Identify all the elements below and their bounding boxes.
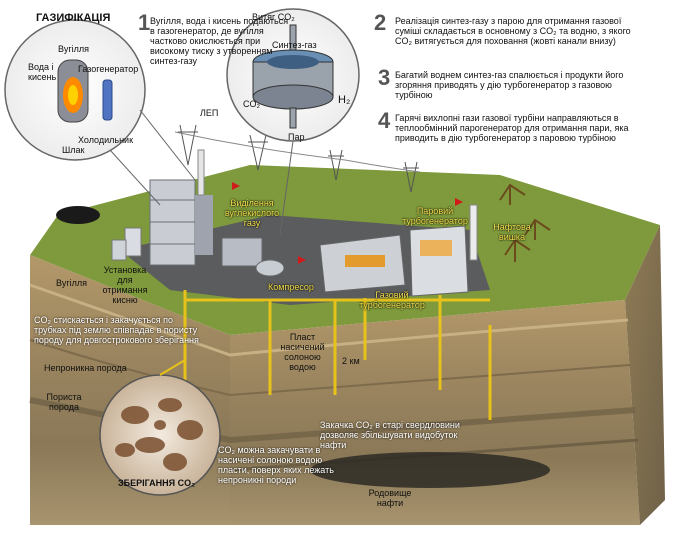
step-4-text: Гарячі вихлопні гази газової турбіни нап… [395, 113, 629, 143]
chimney [197, 149, 205, 196]
porous-rock-label: Пориста порода [46, 392, 82, 412]
oil-field-label: Родовище нафти [368, 488, 412, 508]
co2-oil-label: Закачка CO₂ в старі свердловини дозволяє… [320, 420, 460, 450]
oil-rig-label: Нафтова вишка [493, 222, 531, 242]
co2-saline-label: CO₂ можна закачувати в насичені солоною … [218, 445, 334, 485]
step-4-number: 4 [378, 108, 391, 133]
step-2-text: Реалізація синтез-газу з парою для отрим… [395, 16, 631, 46]
inset2-syngas-label: Синтез-газ [272, 40, 317, 50]
porous-rock-texture [115, 398, 203, 471]
oil-field [310, 452, 550, 488]
saline-layer-label: Пласт насичений солоною водою [280, 332, 325, 372]
steam-turbine-label: Паровий турбогенератор [402, 206, 468, 226]
inset2-h2-label: H₂ [338, 94, 351, 106]
depth-label: 2 км [342, 356, 360, 366]
oxygen-plant-label: Установка для отримання кисню [102, 265, 148, 305]
cooler-vessel [102, 79, 113, 121]
power-line-label: ЛЕП [200, 108, 219, 118]
inset2-steam-label: Пар [288, 132, 305, 142]
inset2-co2-out-label: Витяг CO₂ [252, 12, 295, 22]
step-3-text: Багатий воднем синтез-газ спалюється і п… [395, 70, 624, 100]
page-title: ГАЗИФІКАЦІЯ [36, 12, 111, 24]
gas-turbine-hall [319, 234, 406, 293]
step-2-number: 2 [374, 10, 387, 35]
coal-label: Вугілля [56, 278, 88, 288]
power-line-towers [174, 124, 421, 193]
gas-turbine-label: Газовий турбогенератор [359, 290, 425, 310]
flow-arrows [232, 182, 463, 264]
co2-separation-unit [221, 237, 285, 277]
shift-reactor [252, 49, 334, 110]
step-1-number: 1 [138, 10, 151, 35]
co2-separation-label: Виділення вуглекислого газу [224, 198, 280, 228]
inset2-co2-label: CO₂ [243, 99, 260, 109]
impermeable-rock-label: Непроникна порода [44, 363, 127, 373]
storage-label: ЗБЕРІГАННЯ CO₂ [118, 478, 196, 488]
compressor-label: Компресор [268, 282, 314, 292]
inset1-cooler-label: Холодильник [78, 135, 134, 145]
steam-turbine-hall [409, 204, 478, 297]
step-1-text: Вугілля, вода і кисень подаються в газог… [150, 16, 289, 66]
coal-pile [56, 206, 100, 224]
gasifier-vessel [57, 59, 89, 123]
inset1-gasifier-label: Газогенератор [78, 64, 139, 74]
oxygen-plant [111, 227, 142, 261]
inset1-slag-label: Шлак [62, 145, 85, 155]
oil-pump-jacks [499, 183, 551, 262]
soil-side [625, 225, 665, 525]
inset-rock-circle [99, 374, 221, 496]
co2-pumped-label: CO₂ стискається і закачується по трубках… [34, 315, 199, 345]
inset1-coal-label: Вугілля [58, 44, 90, 54]
inset1-water-oxygen-label: Вода і кисень [28, 62, 57, 82]
step-3-number: 3 [378, 65, 391, 90]
gasifier-tower [149, 179, 213, 266]
